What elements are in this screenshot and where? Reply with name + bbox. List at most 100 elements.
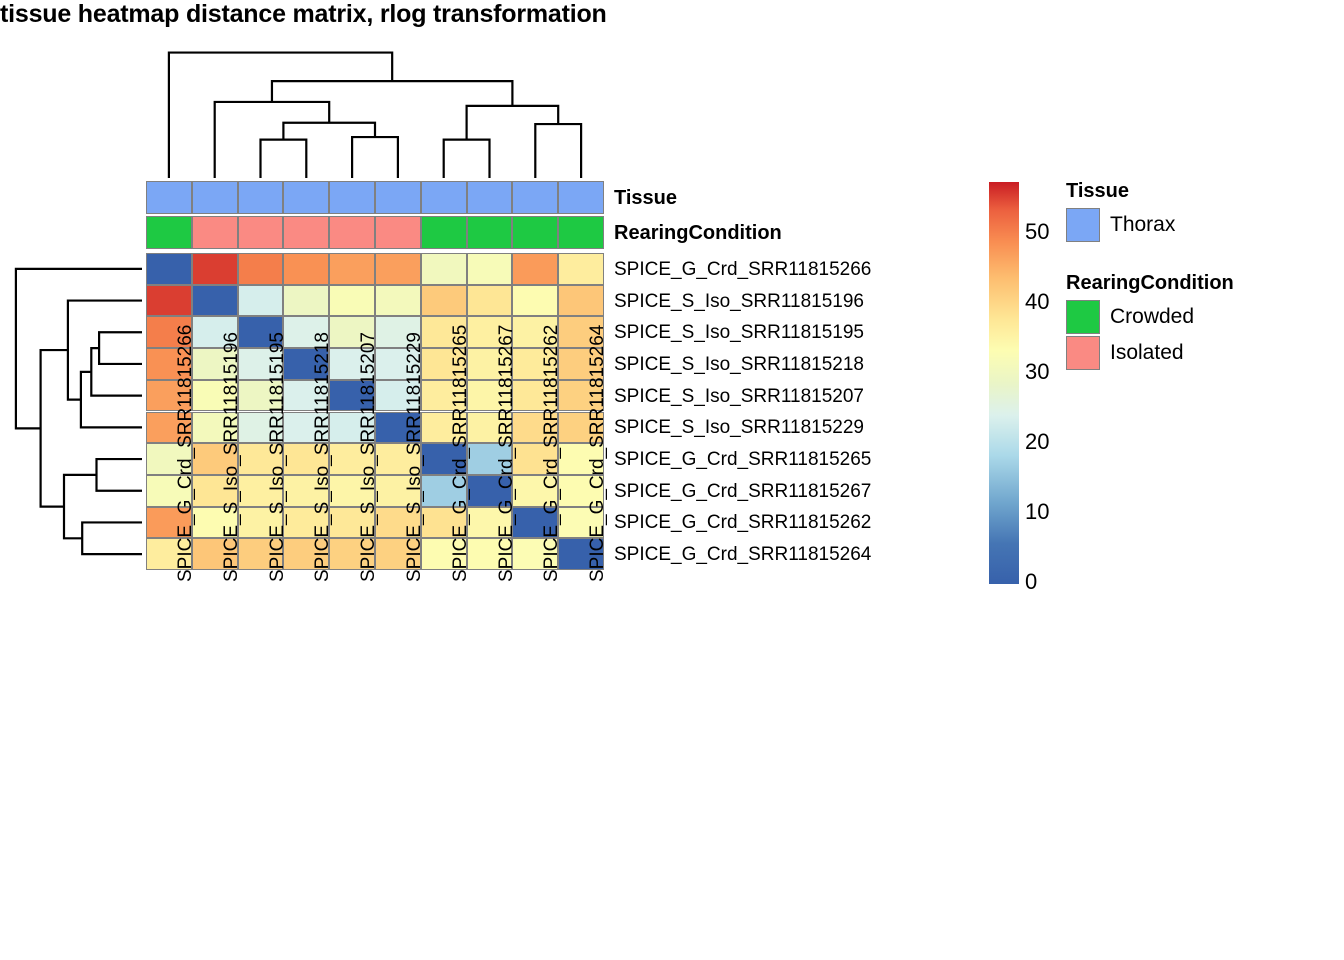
heatmap-cell	[237, 538, 284, 570]
annotation-cell-rearingcondition	[146, 216, 192, 249]
heatmap-cell	[146, 253, 192, 285]
heatmap-cell	[329, 348, 375, 380]
heatmap-cell	[512, 506, 559, 539]
heatmap-cell	[420, 348, 467, 380]
heatmap-cell	[283, 348, 330, 380]
column-label: SPICE_S_Iso_SRR11815195	[266, 332, 288, 582]
heatmap-cell	[191, 284, 238, 317]
colorbar-tick-label: 30	[1025, 359, 1050, 385]
heatmap-cell	[237, 443, 284, 475]
heatmap-cell	[466, 474, 513, 507]
column-label: SPICE_G_Crd_SRR11815262	[541, 324, 563, 582]
heatmap-cell	[512, 284, 559, 317]
heatmap-cell	[329, 506, 375, 539]
heatmap-cell	[329, 538, 375, 570]
annotation-cell-tissue	[375, 181, 421, 214]
heatmap-cell	[283, 443, 330, 475]
dendrogram-link	[167, 51, 394, 178]
heatmap-cell	[466, 443, 513, 475]
heatmap-cell	[375, 538, 421, 570]
heatmap-cell	[283, 316, 330, 349]
heatmap-cell	[146, 411, 192, 444]
column-label: SPICE_S_Iso_SRR11815229	[403, 332, 425, 582]
heatmap-cell	[191, 379, 238, 412]
heatmap-cell	[146, 474, 192, 507]
heatmap-cell	[237, 284, 284, 317]
annotation-cell-tissue	[237, 181, 284, 214]
annotation-cell-tissue	[558, 181, 604, 214]
page-title: tissue heatmap distance matrix, rlog tra…	[0, 0, 607, 28]
column-label: SPICE_S_Iso_SRR11815218	[312, 332, 334, 582]
heatmap-cell	[237, 348, 284, 380]
row-label: SPICE_G_Crd_SRR11815266	[614, 258, 872, 280]
heatmap-cell	[512, 316, 559, 349]
dendrogram-link	[95, 457, 142, 492]
heatmap-cell	[375, 411, 421, 444]
heatmap-cell	[420, 316, 467, 349]
dendrogram-link	[79, 370, 142, 429]
heatmap-cell	[420, 253, 467, 285]
row-label: SPICE_S_Iso_SRR11815218	[614, 353, 864, 375]
heatmap-cell	[558, 506, 604, 539]
heatmap-cell	[466, 316, 513, 349]
dendrogram-link	[14, 267, 142, 430]
heatmap-cell	[558, 411, 604, 444]
heatmap-cell	[146, 538, 192, 570]
heatmap-cell	[420, 379, 467, 412]
colorbar-tick-label: 20	[1025, 429, 1050, 455]
heatmap-cell	[329, 411, 375, 444]
heatmap-cell	[283, 253, 330, 285]
column-label: SPICE_S_Iso_SRR11815207	[358, 332, 380, 582]
heatmap-cell	[512, 474, 559, 507]
heatmap-cell	[512, 348, 559, 380]
heatmap-cell	[466, 348, 513, 380]
heatmap-cell	[512, 379, 559, 412]
annotation-cell-tissue	[191, 181, 238, 214]
legend-swatch-thorax	[1066, 208, 1100, 242]
heatmap-cell	[466, 253, 513, 285]
heatmap-cell	[375, 474, 421, 507]
annotation-row-label-tissue: Tissue	[614, 186, 677, 209]
heatmap-cell	[283, 411, 330, 444]
heatmap-cell	[512, 538, 559, 570]
heatmap-cell	[558, 474, 604, 507]
heatmap-cell	[283, 284, 330, 317]
heatmap-cell	[329, 253, 375, 285]
column-label: SPICE_G_Crd_SRR11815266	[174, 324, 196, 582]
colorbar-tick-label: 50	[1025, 219, 1050, 245]
annotation-cell-tissue	[329, 181, 375, 214]
heatmap-cell	[146, 348, 192, 380]
heatmap-cell	[466, 506, 513, 539]
legend-swatch-isolated	[1066, 336, 1100, 370]
annotation-cell-rearingcondition	[466, 216, 513, 249]
heatmap-cell	[558, 316, 604, 349]
row-label: SPICE_G_Crd_SRR11815264	[614, 544, 872, 566]
heatmap-cell	[420, 538, 467, 570]
row-label: SPICE_G_Crd_SRR11815262	[614, 512, 872, 534]
annotation-cell-rearingcondition	[558, 216, 604, 249]
colorbar-tick-label: 40	[1025, 289, 1050, 315]
column-label: SPICE_S_Iso_SRR11815196	[220, 332, 242, 582]
heatmap-cell	[283, 379, 330, 412]
row-label: SPICE_G_Crd_SRR11815267	[614, 480, 872, 502]
heatmap-cell	[191, 506, 238, 539]
heatmap-cell	[329, 316, 375, 349]
legend-label-thorax: Thorax	[1110, 213, 1176, 236]
heatmap-cell	[375, 348, 421, 380]
heatmap-cell	[237, 379, 284, 412]
heatmap-cell	[191, 538, 238, 570]
heatmap-cell	[191, 411, 238, 444]
row-label: SPICE_S_Iso_SRR11815207	[614, 385, 864, 407]
annotation-cell-tissue	[283, 181, 330, 214]
heatmap-cell	[146, 506, 192, 539]
colorbar-tick-label: 0	[1025, 569, 1038, 594]
heatmap-cell	[329, 379, 375, 412]
heatmap-cell	[466, 411, 513, 444]
heatmap-cell	[466, 538, 513, 570]
heatmap-cell	[420, 506, 467, 539]
annotation-cell-rearingcondition	[375, 216, 421, 249]
heatmap-cell	[329, 474, 375, 507]
heatmap-cell	[512, 411, 559, 444]
